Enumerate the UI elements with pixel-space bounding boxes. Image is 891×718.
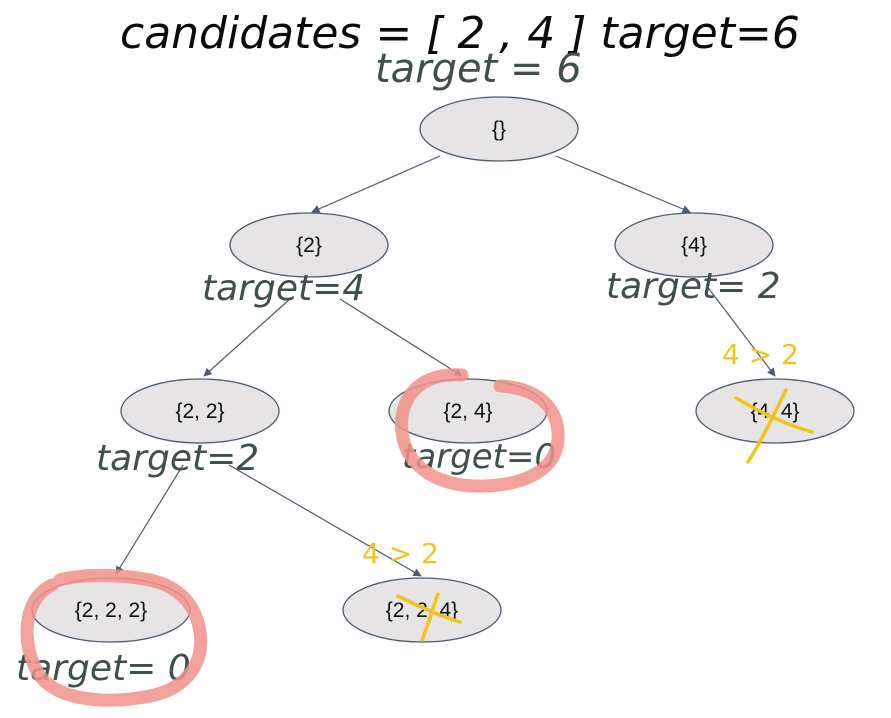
- success-circle-n222: [20, 569, 208, 707]
- node-root: {}: [419, 96, 579, 162]
- node-n222: {2, 2, 2}: [31, 577, 191, 643]
- prune-cross-n44: [734, 388, 814, 464]
- node-n24: {2, 4}: [388, 378, 548, 444]
- node-n2-label: {2}: [296, 234, 322, 257]
- edge-n2-to-n24: [339, 298, 463, 377]
- node-n2: {2}: [229, 212, 389, 278]
- edge-n22-to-n224: [228, 464, 422, 577]
- root-target-note: target = 6: [375, 46, 582, 92]
- edge-n4-to-n44: [705, 284, 776, 377]
- prune-note-n224: 4 > 2: [362, 537, 439, 570]
- node-n4: {4}: [614, 212, 774, 278]
- node-n24-label: {2, 4}: [443, 400, 492, 423]
- success-circle-n24: [395, 368, 565, 493]
- node-root-label: {}: [492, 118, 506, 141]
- node-n224: {2, 2, 4}: [342, 577, 502, 643]
- edge-n22-to-n222: [115, 464, 184, 575]
- node-n22-label: {2, 2}: [175, 400, 224, 423]
- edge-root-to-n4: [555, 155, 691, 213]
- prune-note-n44: 4 > 2: [722, 338, 799, 371]
- edge-root-to-n2: [311, 155, 441, 213]
- problem-statement: candidates = [ 2 , 4 ] target=6: [120, 8, 800, 59]
- target-note-n22: target=2: [96, 438, 259, 479]
- target-note-n4: target= 2: [606, 266, 781, 307]
- node-n4-label: {4}: [681, 234, 707, 257]
- prune-cross-n224: [396, 592, 462, 642]
- node-n22: {2, 2}: [120, 378, 280, 444]
- node-n222-label: {2, 2, 2}: [75, 599, 147, 622]
- edge-n2-to-n22: [203, 298, 291, 377]
- target-note-n2: target=4: [202, 268, 365, 309]
- tree-edges: [115, 155, 776, 577]
